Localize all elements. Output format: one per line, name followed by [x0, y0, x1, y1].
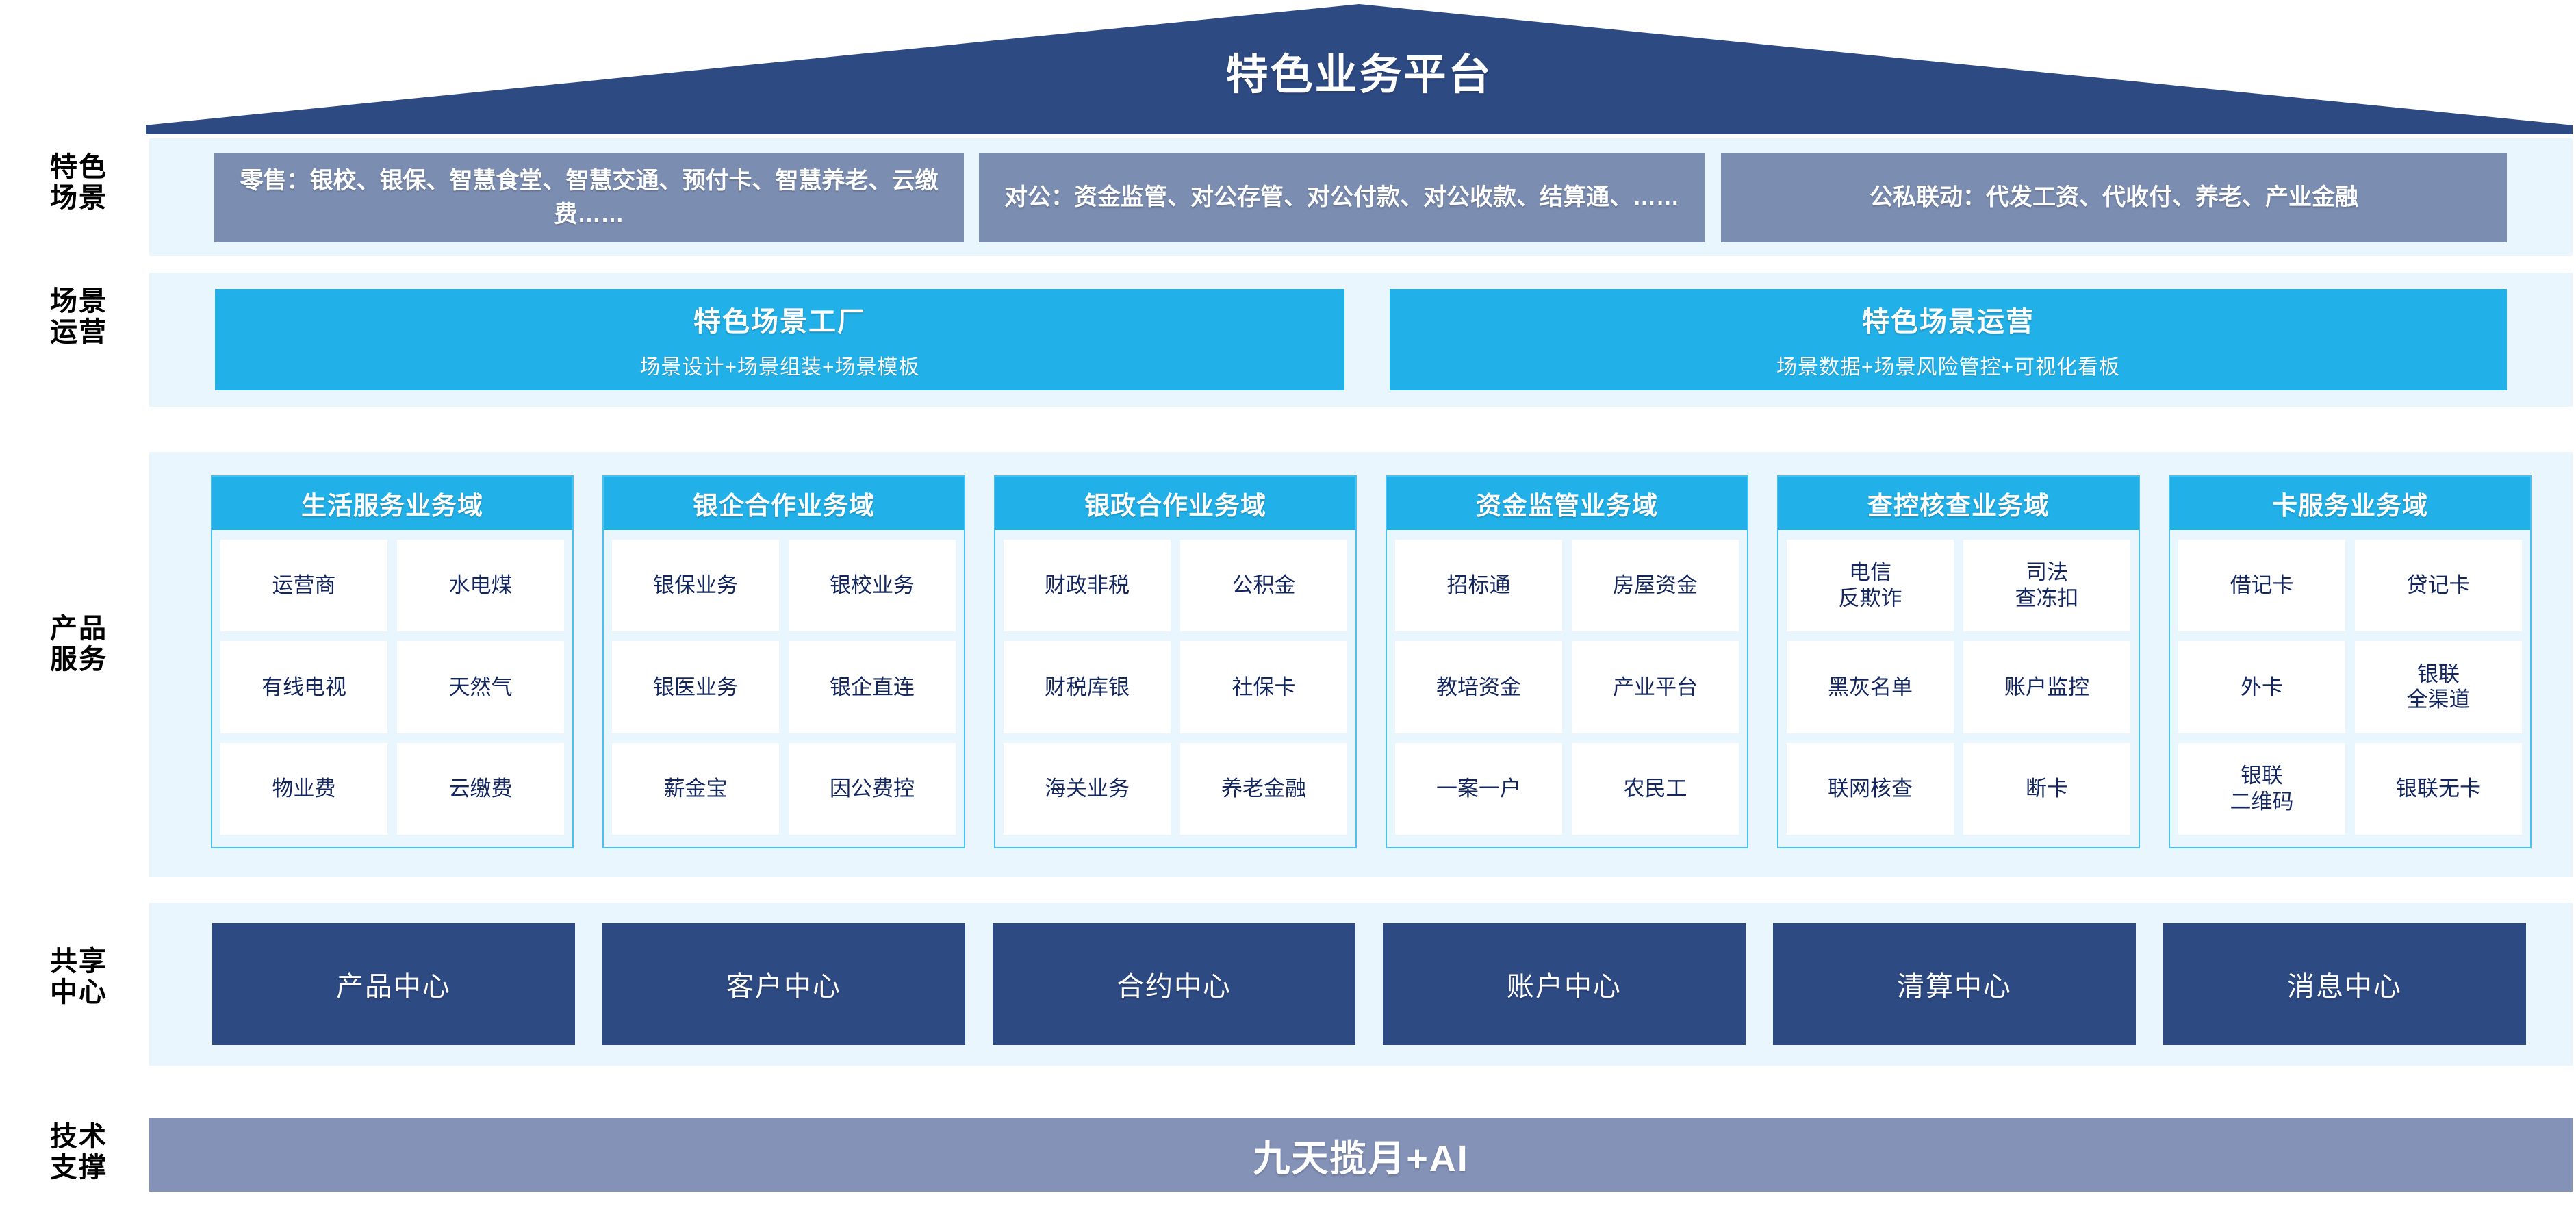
product-domain-life-services[interactable]: 生活服务业务域 运营商 水电煤 有线电视 天然气 物业费 云缴费: [211, 475, 574, 848]
product-cell-grid: 招标通 房屋资金 教培资金 产业平台 一案一户 农民工: [1387, 530, 1747, 847]
operation-operations-subtitle: 场景数据+场景风险管控+可视化看板: [1776, 356, 2121, 379]
product-cell[interactable]: 电信 反欺诈: [1787, 540, 1954, 632]
product-cell[interactable]: 联网核查: [1787, 742, 1954, 835]
shared-center-band: 产品中心 客户中心 合约中心 账户中心 清算中心 消息中心: [149, 903, 2573, 1066]
product-cell[interactable]: 天然气: [397, 641, 564, 733]
product-cell-grid: 借记卡 贷记卡 外卡 银联 全渠道 银联 二维码 银联无卡: [2170, 530, 2530, 847]
product-cell[interactable]: 一案一户: [1395, 742, 1562, 835]
product-cell[interactable]: 银医业务: [612, 641, 779, 733]
product-cell[interactable]: 水电煤: [397, 540, 564, 632]
operation-band: 特色场景工厂 场景设计+场景组装+场景模板 特色场景运营 场景数据+场景风险管控…: [149, 273, 2573, 407]
product-domain-card-services[interactable]: 卡服务业务域 借记卡 贷记卡 外卡 银联 全渠道 银联 二维码 银联无卡: [2169, 475, 2532, 848]
product-domain-fund-supervision[interactable]: 资金监管业务域 招标通 房屋资金 教培资金 产业平台 一案一户 农民工: [1386, 475, 1748, 848]
product-cell[interactable]: 薪金宝: [612, 742, 779, 835]
product-cell[interactable]: 银联 二维码: [2178, 742, 2345, 835]
product-domain-title: 生活服务业务域: [212, 477, 572, 530]
row-label-products: 产品 服务: [50, 614, 107, 675]
product-cell[interactable]: 银联 全渠道: [2355, 641, 2522, 733]
product-cell[interactable]: 银企直连: [789, 641, 956, 733]
product-cell[interactable]: 社保卡: [1180, 641, 1347, 733]
scene-box-corporate[interactable]: 对公：资金监管、对公存管、对公付款、对公收款、结算通、……: [979, 153, 1705, 242]
product-cell[interactable]: 银联无卡: [2355, 742, 2522, 835]
shared-center-contract[interactable]: 合约中心: [993, 923, 1355, 1045]
product-cell[interactable]: 海关业务: [1004, 742, 1171, 835]
product-cell[interactable]: 房屋资金: [1572, 540, 1739, 632]
product-cell[interactable]: 因公费控: [789, 742, 956, 835]
product-cell[interactable]: 贷记卡: [2355, 540, 2522, 632]
product-cell[interactable]: 断卡: [1963, 742, 2130, 835]
product-cell[interactable]: 银校业务: [789, 540, 956, 632]
product-domain-title: 银政合作业务域: [995, 477, 1355, 530]
product-cell[interactable]: 物业费: [220, 742, 387, 835]
product-cell-grid: 运营商 水电煤 有线电视 天然气 物业费 云缴费: [212, 530, 572, 847]
operation-factory-subtitle: 场景设计+场景组装+场景模板: [639, 356, 920, 379]
row-label-shared: 共享 中心: [50, 946, 107, 1007]
product-cell[interactable]: 养老金融: [1180, 742, 1347, 835]
product-cell[interactable]: 有线电视: [220, 641, 387, 733]
tech-support-bar[interactable]: 九天揽月+AI: [149, 1118, 2573, 1192]
product-domain-investigation[interactable]: 查控核查业务域 电信 反欺诈 司法 查冻扣 黑灰名单 账户监控 联网核查 断卡: [1777, 475, 2140, 848]
product-cell[interactable]: 司法 查冻扣: [1963, 540, 2130, 632]
operation-operations-title: 特色场景运营: [1862, 307, 2035, 337]
product-cell[interactable]: 外卡: [2178, 641, 2345, 733]
scene-box-retail[interactable]: 零售：银校、银保、智慧食堂、智慧交通、预付卡、智慧养老、云缴费……: [214, 153, 964, 242]
product-cell[interactable]: 账户监控: [1963, 641, 2130, 733]
product-cell[interactable]: 产业平台: [1572, 641, 1739, 733]
product-cell-grid: 电信 反欺诈 司法 查冻扣 黑灰名单 账户监控 联网核查 断卡: [1778, 530, 2139, 847]
product-cell[interactable]: 运营商: [220, 540, 387, 632]
product-cell-grid: 银保业务 银校业务 银医业务 银企直连 薪金宝 因公费控: [604, 530, 964, 847]
shared-center-account[interactable]: 账户中心: [1383, 923, 1746, 1045]
product-domain-bank-government[interactable]: 银政合作业务域 财政非税 公积金 财税库银 社保卡 海关业务 养老金融: [994, 475, 1357, 848]
product-domain-bank-enterprise[interactable]: 银企合作业务域 银保业务 银校业务 银医业务 银企直连 薪金宝 因公费控: [602, 475, 965, 848]
shared-center-product[interactable]: 产品中心: [212, 923, 575, 1045]
shared-center-customer[interactable]: 客户中心: [602, 923, 965, 1045]
product-cell[interactable]: 财税库银: [1004, 641, 1171, 733]
product-domain-title: 查控核查业务域: [1778, 477, 2139, 530]
product-cell[interactable]: 云缴费: [397, 742, 564, 835]
platform-header: 特色业务平台: [146, 4, 2573, 134]
scene-box-linkage[interactable]: 公私联动：代发工资、代收付、养老、产业金融: [1721, 153, 2507, 242]
product-domain-title: 银企合作业务域: [604, 477, 964, 530]
product-cell[interactable]: 招标通: [1395, 540, 1562, 632]
operation-box-operations[interactable]: 特色场景运营 场景数据+场景风险管控+可视化看板: [1390, 289, 2507, 390]
tech-support-label: 九天揽月+AI: [1253, 1137, 1469, 1179]
product-cell[interactable]: 借记卡: [2178, 540, 2345, 632]
product-cell[interactable]: 教培资金: [1395, 641, 1562, 733]
product-cell[interactable]: 农民工: [1572, 742, 1739, 835]
row-label-operation: 场景 运营: [50, 286, 107, 347]
operation-box-factory[interactable]: 特色场景工厂 场景设计+场景组装+场景模板: [215, 289, 1344, 390]
product-cell[interactable]: 银保业务: [612, 540, 779, 632]
operation-factory-title: 特色场景工厂: [693, 307, 866, 337]
row-label-tech: 技术 支撑: [50, 1122, 107, 1183]
page-title: 特色业务平台: [1225, 51, 1493, 99]
scenes-band: 零售：银校、银保、智慧食堂、智慧交通、预付卡、智慧养老、云缴费…… 对公：资金监…: [149, 138, 2573, 256]
product-cell[interactable]: 公积金: [1180, 540, 1347, 632]
product-domain-title: 资金监管业务域: [1387, 477, 1747, 530]
product-cell[interactable]: 黑灰名单: [1787, 641, 1954, 733]
row-label-scenes: 特色 场景: [50, 152, 107, 213]
shared-center-message[interactable]: 消息中心: [2163, 923, 2526, 1045]
shared-center-clearing[interactable]: 清算中心: [1773, 923, 2136, 1045]
product-domain-title: 卡服务业务域: [2170, 477, 2530, 530]
product-cell[interactable]: 财政非税: [1004, 540, 1171, 632]
product-cell-grid: 财政非税 公积金 财税库银 社保卡 海关业务 养老金融: [995, 530, 1355, 847]
